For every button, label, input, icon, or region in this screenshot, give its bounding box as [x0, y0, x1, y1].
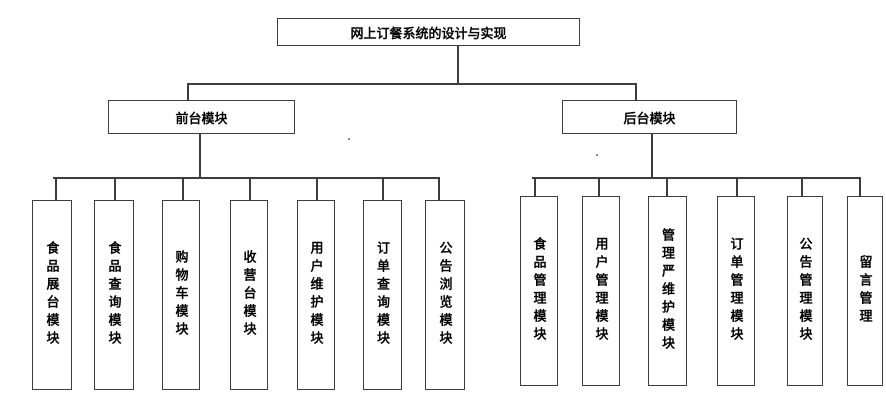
node-label: 购物车模块: [173, 250, 189, 340]
connector-front-tick-2: [114, 177, 116, 200]
connector-back-drop-upper: [635, 83, 637, 100]
artifact-dot: [348, 138, 350, 140]
connector-front-drop-upper: [187, 83, 189, 100]
node-user-maintenance-module: 用户维护模块: [297, 200, 335, 390]
artifact-dot: [596, 154, 598, 156]
node-back-label: 后台模块: [623, 110, 676, 126]
connector-back-tick-6: [859, 177, 861, 196]
node-label: 用户管理模块: [593, 237, 609, 345]
node-label: 食品查询模块: [106, 241, 122, 349]
node-label: 公告浏览模块: [437, 241, 453, 349]
node-label: 公告管理模块: [797, 237, 813, 345]
connector-root-drop: [457, 46, 459, 83]
node-admin-maintenance-module: 管理严维护模块: [648, 196, 687, 386]
connector-back-tick-3: [666, 177, 668, 196]
node-label: 订单查询模块: [375, 241, 390, 349]
node-shopping-cart-module: 购物车模块: [162, 200, 200, 390]
connector-front-tick-3: [182, 177, 184, 200]
node-label: 留言管理: [857, 255, 873, 327]
node-label: 收营台模块: [241, 250, 257, 340]
node-label: 用户维护模块: [308, 241, 324, 349]
node-user-management-module: 用户管理模块: [582, 196, 620, 386]
connector-back-tick-2: [598, 177, 600, 196]
node-front-label: 前台模块: [175, 110, 228, 126]
node-food-query-module: 食品查询模块: [94, 200, 134, 390]
node-label: 食品管理模块: [531, 237, 547, 345]
node-root: 网上订餐系统的设计与实现: [277, 18, 580, 46]
node-order-management-module: 订单管理模块: [717, 196, 755, 386]
node-back-module: 后台模块: [562, 100, 737, 134]
connector-back-bus: [532, 177, 861, 179]
node-root-label: 网上订餐系统的设计与实现: [350, 25, 507, 41]
connector-front-tick-5: [316, 177, 318, 200]
connector-front-drop-lower: [199, 134, 201, 178]
connector-top-bus: [187, 83, 637, 85]
node-order-query-module: 订单查询模块: [363, 200, 402, 390]
connector-back-drop-lower: [651, 134, 653, 178]
node-notice-management-module: 公告管理模块: [787, 196, 823, 386]
connector-front-tick-4: [249, 177, 251, 200]
node-message-management-module: 留言管理: [847, 196, 883, 386]
node-food-management-module: 食品管理模块: [520, 196, 558, 386]
node-label: 管理严维护模块: [660, 228, 675, 354]
connector-front-tick-7: [438, 177, 440, 200]
node-food-display-module: 食品展台模块: [32, 200, 72, 390]
connector-front-bus: [53, 177, 440, 179]
node-notice-browse-module: 公告浏览模块: [425, 200, 465, 390]
node-checkout-module: 收营台模块: [230, 200, 268, 390]
connector-front-tick-1: [55, 177, 57, 200]
connector-back-tick-4: [736, 177, 738, 196]
node-label: 食品展台模块: [44, 241, 60, 349]
connector-front-tick-6: [382, 177, 384, 200]
connector-back-tick-5: [801, 177, 803, 196]
node-label: 订单管理模块: [728, 237, 744, 345]
node-front-module: 前台模块: [108, 100, 295, 134]
connector-back-tick-1: [534, 177, 536, 196]
